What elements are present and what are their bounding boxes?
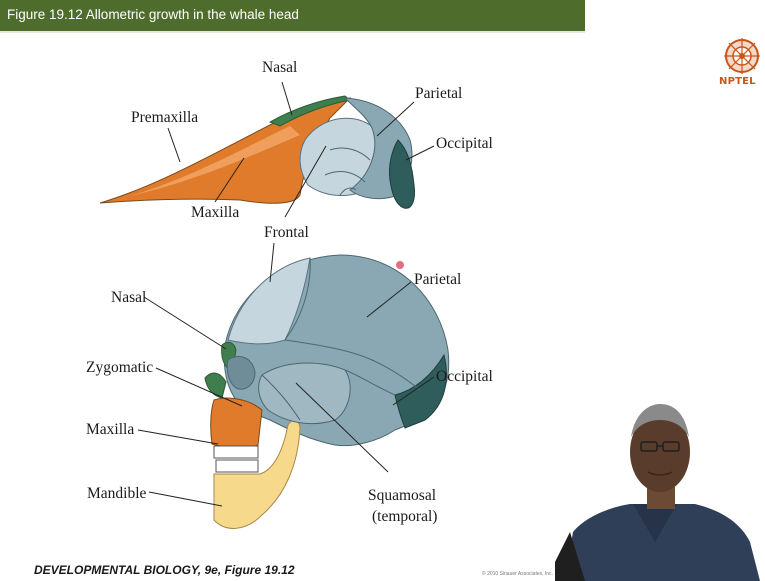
figure-source-caption: DEVELOPMENTAL BIOLOGY, 9e, Figure 19.12 bbox=[34, 563, 295, 577]
whale-maxilla-label: Maxilla bbox=[191, 204, 239, 221]
human-nasal-label: Nasal bbox=[111, 289, 146, 306]
laser-pointer-dot bbox=[396, 261, 404, 269]
copyright-notice: © 2010 Sinauer Associates, Inc. bbox=[482, 571, 553, 577]
human-upper-teeth bbox=[214, 446, 258, 458]
human-parietal-label: Parietal bbox=[414, 271, 461, 288]
presenter-video-feed bbox=[555, 392, 765, 581]
human-occipital-label: Occipital bbox=[436, 368, 493, 385]
human-lower-teeth bbox=[216, 460, 258, 472]
human-squamosal-label: Squamosal bbox=[368, 487, 436, 504]
human-zygomatic-label: Zygomatic bbox=[86, 359, 153, 376]
whale-nasal-label: Nasal bbox=[262, 59, 297, 76]
whale-premaxilla-label: Premaxilla bbox=[131, 109, 198, 126]
whale-parietal-label: Parietal bbox=[415, 85, 462, 102]
human-mandible-label: Mandible bbox=[87, 485, 147, 502]
human-maxilla-bone bbox=[211, 398, 262, 448]
human-maxilla-label: Maxilla bbox=[86, 421, 134, 438]
whale-occipital-label: Occipital bbox=[436, 135, 493, 152]
whale-frontal-label: Frontal bbox=[264, 224, 309, 241]
nptel-logo-text: NPTEL bbox=[719, 76, 756, 87]
human-temporal-label: (temporal) bbox=[372, 508, 437, 525]
